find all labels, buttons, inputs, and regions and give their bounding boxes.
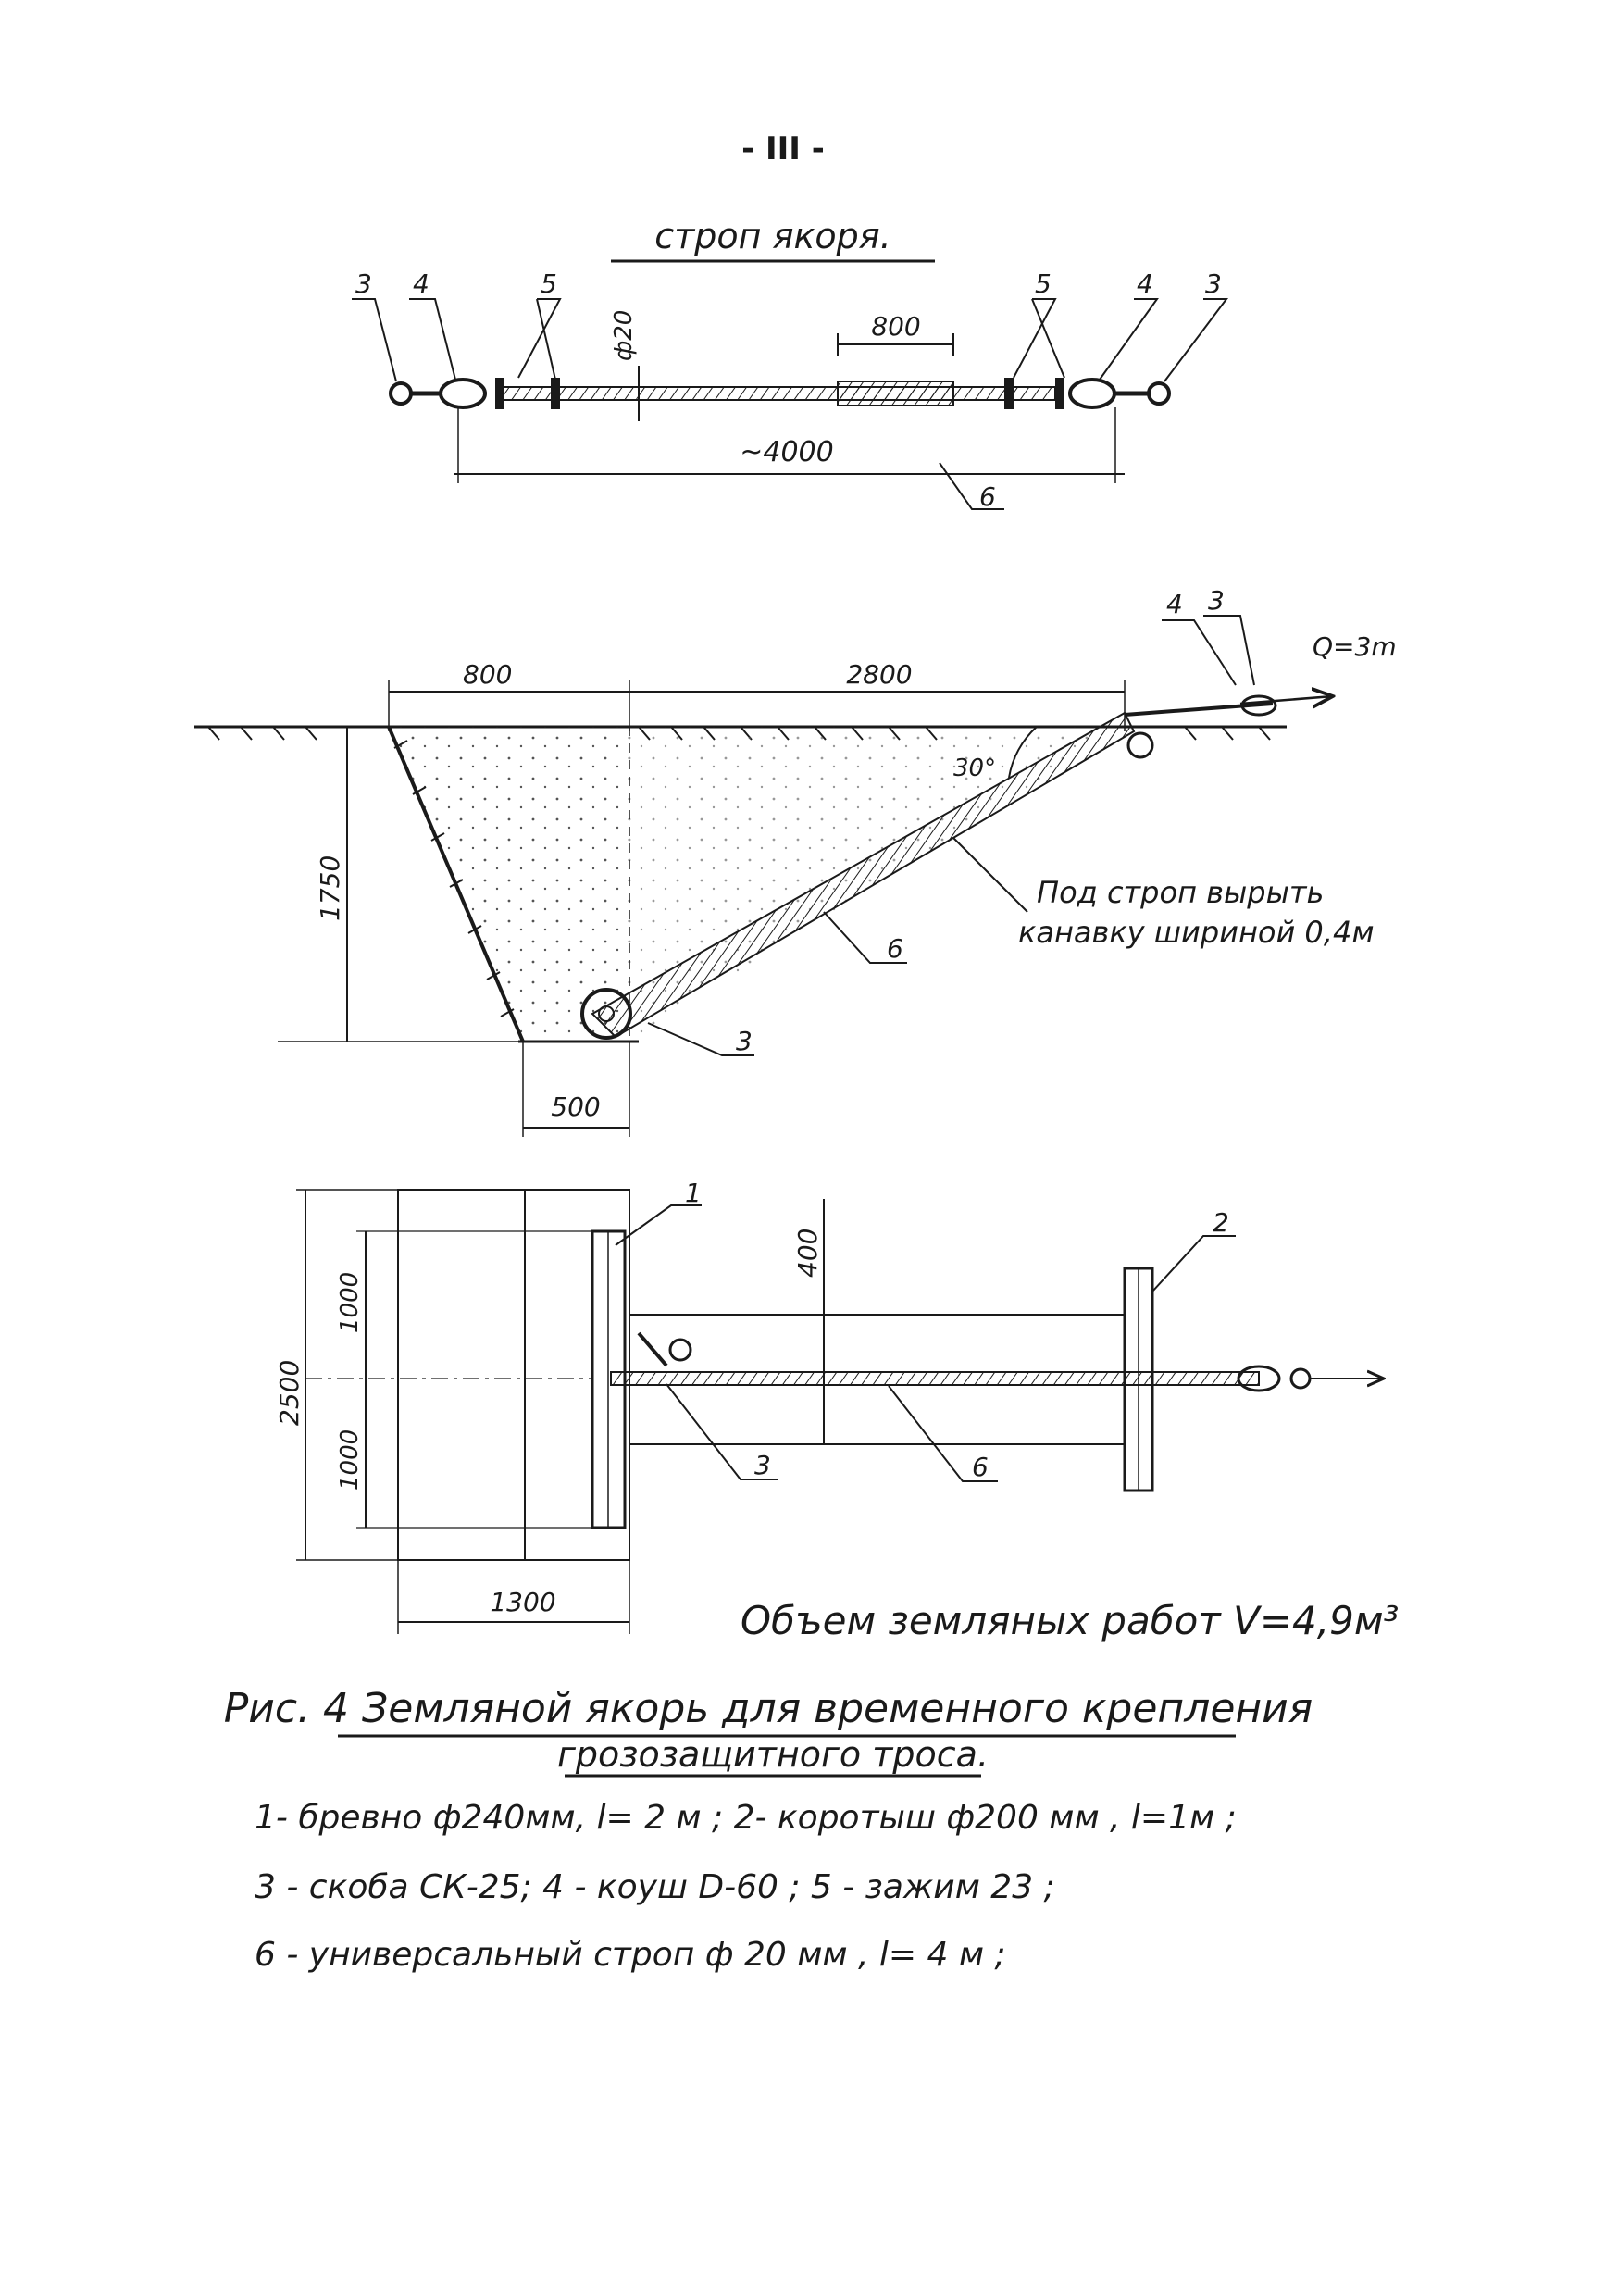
load-value: Q=3m xyxy=(1313,631,1397,662)
log-end xyxy=(580,988,632,1040)
section-label-3: 3 xyxy=(736,1026,753,1056)
load-arrow xyxy=(1239,696,1333,704)
sling-label-3-left: 3 xyxy=(355,268,372,299)
thimble-left xyxy=(439,378,487,409)
pit-backfill xyxy=(389,727,629,1042)
figure-caption-line1: Рис. 4 Земляной якорь для временного кре… xyxy=(224,1685,1313,1732)
plan-dim-2500: 2500 xyxy=(274,1360,305,1426)
shackle-right xyxy=(1147,381,1171,406)
legend-line-1: 1- бревно ф240мм, l= 2 м ; 2- коротыш ф2… xyxy=(255,1799,1237,1837)
plan-thimble xyxy=(1237,1365,1281,1392)
sling-label-4-left: 4 xyxy=(413,268,429,299)
legend-line-2: 3 - скоба СК-25; 4 - коуш D-60 ; 5 - заж… xyxy=(255,1868,1055,1906)
section-note-line2: канавку шириной 0,4м xyxy=(1018,915,1374,950)
plan-dim-1300: 1300 xyxy=(490,1587,555,1617)
sling-title: строп якоря. xyxy=(654,216,890,256)
sling-splice xyxy=(837,381,954,406)
plan-label-3: 3 xyxy=(754,1450,771,1480)
section-label-4: 4 xyxy=(1166,589,1183,619)
earthwork-volume: Объем земляных работ V=4,9м³ xyxy=(741,1598,1399,1643)
plan-dim-1000-bottom: 1000 xyxy=(336,1429,364,1491)
plan-shackle-end xyxy=(1289,1367,1312,1390)
section-label-6: 6 xyxy=(887,933,903,964)
sling-length-dim: ~4000 xyxy=(740,436,833,468)
section-dim-500: 500 xyxy=(551,1092,600,1122)
clamp-left-1 xyxy=(495,378,504,409)
shackle-left xyxy=(389,381,413,406)
clamp-right-1 xyxy=(1004,378,1014,409)
sling-splice-dim: 800 xyxy=(871,311,920,342)
sling-label-3-right: 3 xyxy=(1205,268,1222,299)
section-note-line1: Под строп вырыть xyxy=(1037,875,1324,910)
plan-dim-1000-top: 1000 xyxy=(336,1272,364,1333)
sling-rope xyxy=(499,386,1056,401)
sling-view: строп якоря. 3 4 5 5 4 3 ф20 xyxy=(352,216,1229,512)
section-clamp xyxy=(1126,731,1154,759)
section-angle: 30° xyxy=(953,755,996,782)
legend-line-3: 6 - универсальный строп ф 20 мм , l= 4 м… xyxy=(255,1936,1006,1974)
section-sling xyxy=(591,711,1136,1039)
plan-label-1: 1 xyxy=(685,1178,702,1208)
section-label-3-top: 3 xyxy=(1208,585,1225,616)
plan-rope xyxy=(610,1371,1260,1386)
thimble-right xyxy=(1068,378,1116,409)
plan-label-6: 6 xyxy=(972,1452,989,1482)
section-thimble xyxy=(1240,694,1277,717)
clamp-right-2 xyxy=(1055,378,1064,409)
section-dim-depth: 1750 xyxy=(315,855,345,921)
section-dim-2800: 2800 xyxy=(846,659,912,690)
figure-caption-line2: грозозащитного троса. xyxy=(557,1734,989,1775)
page-number: - III - xyxy=(741,131,825,168)
plan-dim-400: 400 xyxy=(792,1229,823,1278)
sling-label-5-left: 5 xyxy=(541,268,557,299)
sling-label-4-right: 4 xyxy=(1137,268,1153,299)
plan-pit-outer xyxy=(397,1189,630,1561)
clamp-left-2 xyxy=(551,378,560,409)
sling-label-5-right: 5 xyxy=(1035,268,1052,299)
sling-diameter: ф20 xyxy=(610,310,638,361)
section-dim-800: 800 xyxy=(463,659,512,690)
plan-shackle xyxy=(668,1338,692,1362)
sling-label-6: 6 xyxy=(979,481,996,512)
plan-view: 2500 1000 1000 1300 400 1 2 3 6 xyxy=(274,1178,1384,1634)
section-view: Q=3m 4 3 30° 800 2800 1750 500 3 6 Под с… xyxy=(194,585,1397,1137)
plan-label-2: 2 xyxy=(1213,1207,1229,1238)
